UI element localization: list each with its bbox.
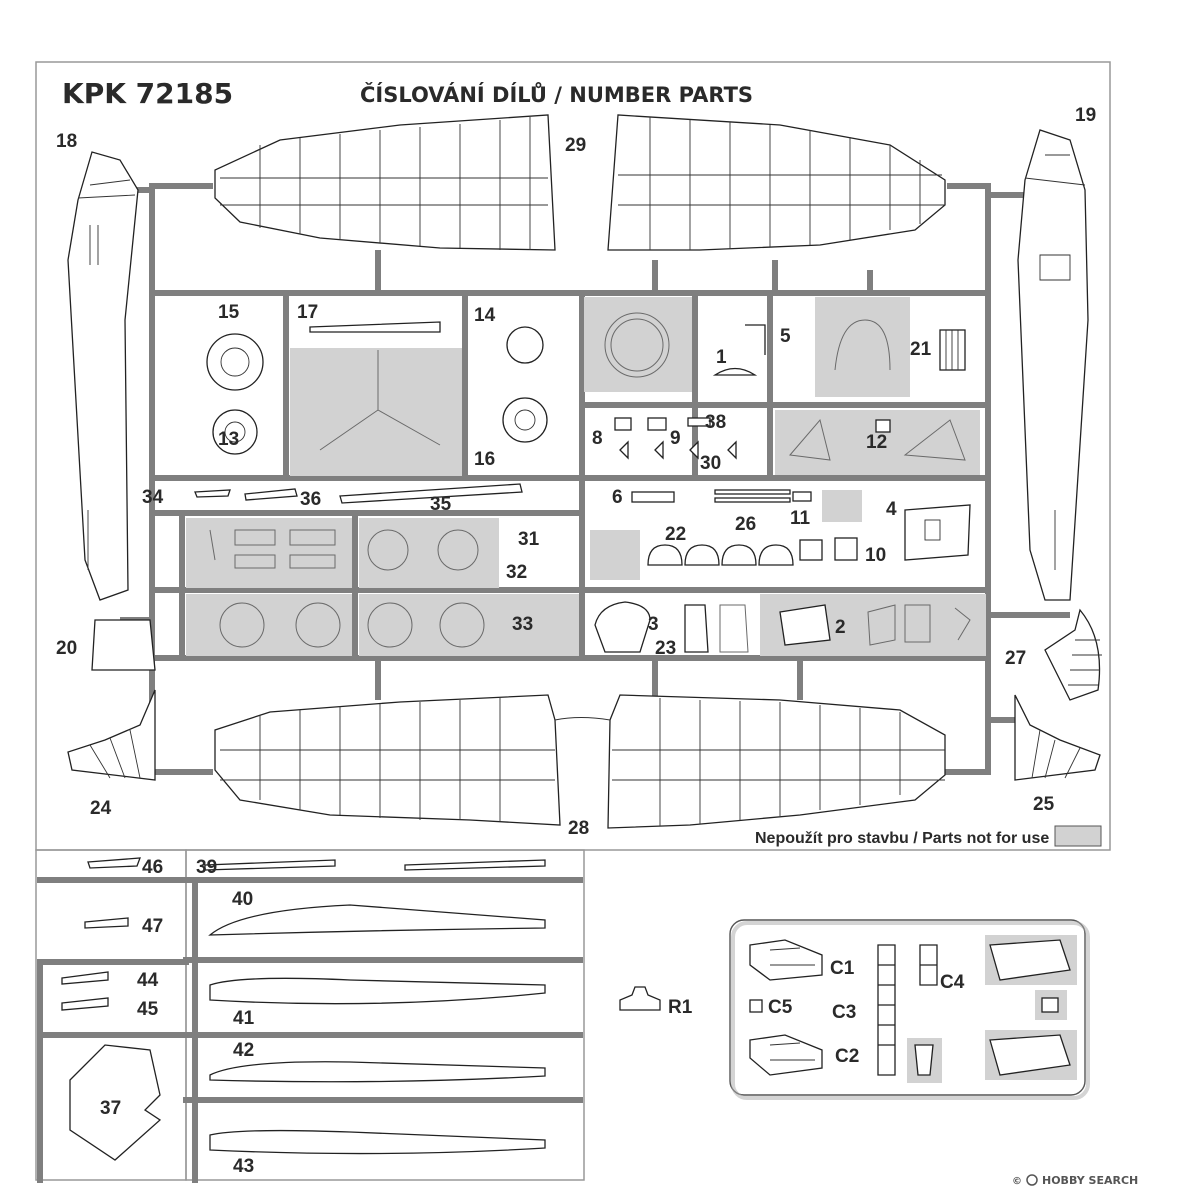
rod-parts [194, 483, 523, 504]
wheel-parts [209, 529, 485, 648]
cowling-ring-part [604, 312, 670, 378]
label-c3: C3 [832, 1002, 856, 1023]
mid-right-parts [631, 489, 971, 561]
canopy-panel-20 [91, 619, 156, 671]
flap-parts [61, 857, 546, 1161]
label-21: 21 [910, 339, 932, 360]
label-23: 23 [655, 638, 676, 659]
label-14: 14 [474, 305, 496, 326]
legend-text: Nepoužít pro stavbu / Parts not for use [755, 830, 1049, 847]
stabilizer-right-part [1014, 694, 1101, 781]
label-26: 26 [735, 514, 756, 535]
part-number-labels: 1 2 3 4 5 6 8 9 10 11 12 13 14 15 16 17 … [56, 105, 1096, 839]
label-40: 40 [232, 889, 253, 910]
label-11: 11 [790, 508, 811, 529]
label-4: 4 [886, 499, 897, 520]
label-c1: C1 [830, 958, 855, 979]
label-8: 8 [592, 428, 603, 449]
label-17: 17 [297, 302, 318, 323]
kit-code: KPK 72185 [62, 77, 233, 110]
label-18: 18 [56, 131, 77, 152]
secondary-sprue [35, 849, 585, 1183]
label-32: 32 [506, 562, 527, 583]
label-2: 2 [835, 617, 846, 638]
label-30: 30 [700, 453, 721, 474]
label-r1: R1 [668, 997, 693, 1018]
label-10: 10 [865, 545, 886, 566]
copyright-mark: © [1012, 1176, 1022, 1187]
fuselage-left-part [67, 151, 139, 601]
label-25: 25 [1033, 794, 1055, 815]
rudder-part [1044, 608, 1102, 701]
label-15: 15 [218, 302, 240, 323]
label-27: 27 [1005, 648, 1026, 669]
label-34: 34 [142, 487, 164, 508]
label-41: 41 [233, 1008, 255, 1029]
small-parts-row [614, 417, 966, 461]
label-43: 43 [233, 1156, 254, 1177]
propeller-part [309, 321, 441, 451]
label-c4: C4 [940, 972, 965, 993]
engine-cylinders-part [206, 333, 264, 455]
label-36: 36 [300, 489, 321, 510]
stabilizer-left-part [67, 689, 156, 781]
label-3: 3 [648, 614, 659, 635]
instrument-panel-part [712, 324, 766, 376]
label-29: 29 [565, 135, 586, 156]
label-c2: C2 [835, 1046, 859, 1067]
label-12: 12 [866, 432, 887, 453]
brand-name: HOBBY SEARCH [1042, 1174, 1138, 1187]
page-title: ČÍSLOVÁNÍ DÍLŮ / NUMBER PARTS [360, 82, 753, 107]
label-46: 46 [142, 857, 163, 878]
label-1: 1 [716, 347, 727, 368]
label-45: 45 [137, 999, 159, 1020]
legend-swatch [1054, 825, 1102, 847]
watermark: © HOBBY SEARCH [1012, 1174, 1138, 1187]
label-9: 9 [670, 428, 681, 449]
label-5: 5 [780, 326, 791, 347]
brand-logo-icon [1026, 1174, 1038, 1186]
label-47: 47 [142, 916, 163, 937]
label-42: 42 [233, 1040, 254, 1061]
exhaust-ring-part [502, 326, 548, 443]
label-38: 38 [705, 412, 726, 433]
label-33: 33 [512, 614, 533, 635]
label-6: 6 [612, 487, 623, 508]
lower-wing-part [214, 694, 946, 829]
cowl-flap-parts [594, 601, 971, 653]
hub-parts [647, 537, 858, 566]
main-sprue-frame [35, 61, 1111, 851]
radiator-part [939, 329, 966, 371]
fuselage-right-part [1017, 129, 1089, 601]
label-44: 44 [137, 970, 159, 991]
label-35: 35 [430, 494, 452, 515]
label-16: 16 [474, 449, 495, 470]
label-28: 28 [568, 818, 589, 839]
secondary-part-labels: 46 39 40 47 44 45 41 42 37 43 [100, 857, 255, 1177]
label-37: 37 [100, 1098, 121, 1119]
seat-part [834, 319, 891, 371]
label-13: 13 [218, 429, 239, 450]
label-22: 22 [665, 524, 686, 545]
label-24: 24 [90, 798, 112, 819]
label-39: 39 [196, 857, 217, 878]
label-31: 31 [518, 529, 540, 550]
label-19: 19 [1075, 105, 1096, 126]
clear-parts-sprue: C1 C4 C5 C3 C2 [729, 919, 1090, 1100]
upper-wing-part [214, 114, 946, 251]
label-c5: C5 [768, 997, 793, 1018]
label-20: 20 [56, 638, 77, 659]
resin-part: R1 [619, 986, 693, 1018]
